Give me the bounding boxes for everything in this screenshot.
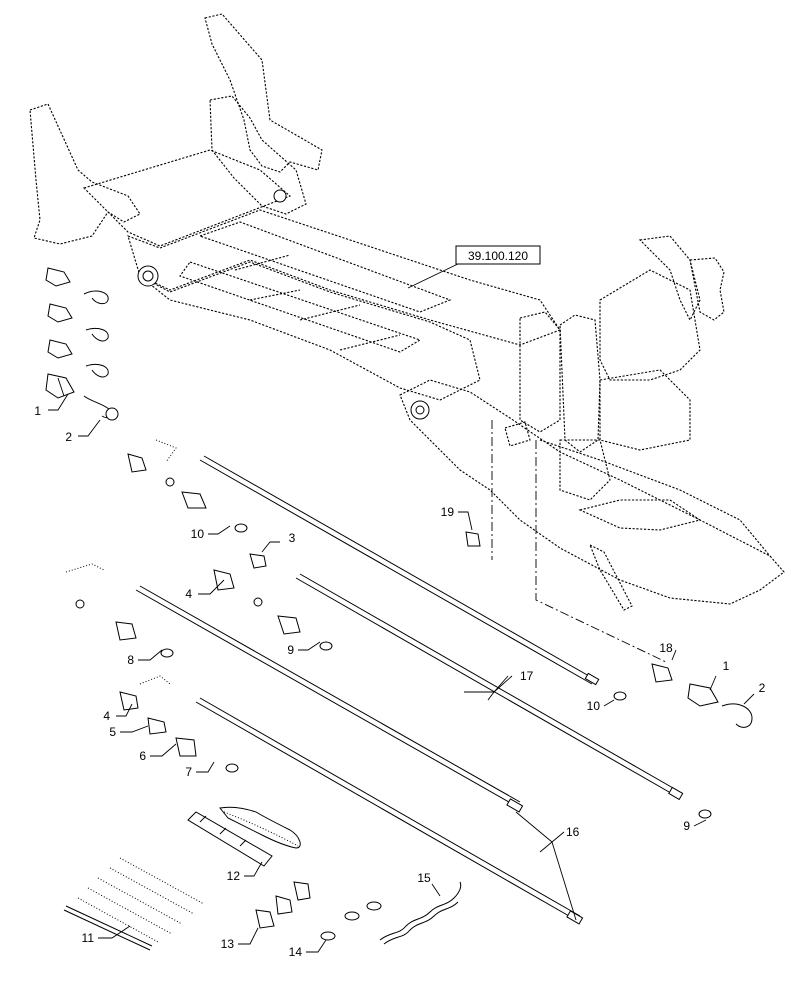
callout-9[interactable]: 9 — [683, 819, 690, 833]
nut — [465, 531, 481, 547]
protective-sleeve — [187, 811, 273, 867]
reference-label: 39.100.120 — [468, 249, 528, 263]
chain — [379, 881, 462, 945]
callout-10[interactable]: 10 — [587, 699, 601, 713]
callout-19[interactable]: 19 — [441, 505, 455, 519]
callout-14[interactable]: 14 — [289, 945, 303, 959]
left-couplers — [45, 267, 119, 421]
callout-12[interactable]: 12 — [227, 869, 241, 883]
washers — [320, 901, 382, 941]
callout-4[interactable]: 4 — [185, 587, 192, 601]
callout-3[interactable]: 3 — [289, 531, 296, 545]
reference-leader — [407, 261, 463, 289]
coupler-row — [47, 339, 109, 378]
callout-1[interactable]: 1 — [723, 659, 730, 673]
callout-5[interactable]: 5 — [109, 725, 116, 739]
dust-cap — [83, 395, 119, 421]
callout-15[interactable]: 15 — [417, 871, 431, 885]
callout-9[interactable]: 9 — [287, 643, 294, 657]
callout-17[interactable]: 17 — [520, 669, 534, 683]
o-rings — [160, 523, 712, 819]
clamps — [255, 881, 311, 929]
coupler-row — [45, 267, 109, 305]
callout-2[interactable]: 2 — [759, 681, 766, 695]
callout-18[interactable]: 18 — [659, 641, 673, 655]
callouts: 1 2 3 4 10 19 8 9 17 18 1 2 10 4 5 6 7 9… — [34, 404, 765, 959]
coupler-row — [47, 303, 109, 342]
right-coupler — [687, 683, 753, 728]
callout-13[interactable]: 13 — [221, 937, 235, 951]
cable-ties — [63, 857, 205, 951]
callout-11[interactable]: 11 — [82, 931, 95, 945]
spiral-guard — [219, 806, 301, 849]
hose-assembly-17a — [127, 439, 600, 686]
callout-10[interactable]: 10 — [191, 527, 205, 541]
right-fitting — [651, 663, 673, 683]
guide-line — [535, 440, 667, 663]
coupler-quick — [45, 373, 75, 399]
frame-assembly — [29, 13, 785, 611]
hose-assembly-16b — [119, 675, 584, 925]
callout-16[interactable]: 16 — [566, 825, 580, 839]
callout-8[interactable]: 8 — [127, 653, 134, 667]
callout-2[interactable]: 2 — [65, 430, 72, 444]
callout-7[interactable]: 7 — [185, 765, 192, 779]
callout-6[interactable]: 6 — [139, 749, 146, 763]
callout-4[interactable]: 4 — [103, 709, 110, 723]
reference-box[interactable]: 39.100.120 — [455, 245, 541, 265]
callout-1[interactable]: 1 — [34, 404, 41, 418]
hose-assembly-16a — [65, 563, 524, 813]
leaders — [48, 393, 755, 953]
